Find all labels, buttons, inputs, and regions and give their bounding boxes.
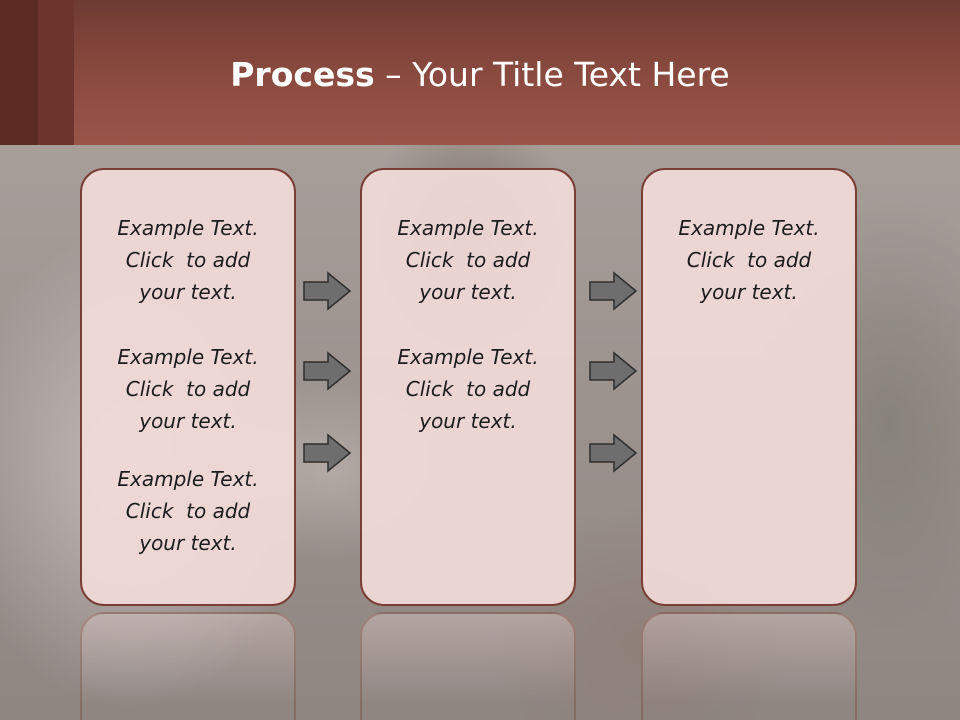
text-line: your text. [419, 409, 517, 433]
right-arrow-icon[interactable] [588, 350, 638, 392]
banner-stripe-dark [0, 0, 38, 145]
text-line: your text. [139, 409, 237, 433]
panel-reflection-3 [641, 612, 857, 720]
text-line: Example Text. [117, 345, 259, 369]
text-placeholder[interactable]: Example Text. Click to add your text. [362, 341, 574, 437]
text-line: your text. [700, 280, 798, 304]
text-line: Click to add [125, 377, 251, 401]
text-line: Example Text. [397, 345, 539, 369]
text-line: Click to add [405, 248, 531, 272]
banner-stripe-medium [38, 0, 74, 145]
slide-title-bold: Process [230, 55, 375, 94]
text-line: Example Text. [117, 216, 259, 240]
text-line: Click to add [125, 499, 251, 523]
right-arrow-icon[interactable] [302, 432, 352, 474]
text-line: your text. [139, 531, 237, 555]
right-arrow-icon[interactable] [302, 270, 352, 312]
title-banner: Process – Your Title Text Here [0, 0, 960, 145]
process-panel-1[interactable]: Example Text. Click to add your text. Ex… [80, 168, 296, 606]
text-line: Click to add [405, 377, 531, 401]
process-panel-2[interactable]: Example Text. Click to add your text. Ex… [360, 168, 576, 606]
right-arrow-icon[interactable] [588, 270, 638, 312]
process-panel-3[interactable]: Example Text. Click to add your text. [641, 168, 857, 606]
panel-reflection-2 [360, 612, 576, 720]
text-line: your text. [139, 280, 237, 304]
text-placeholder[interactable]: Example Text. Click to add your text. [82, 341, 294, 437]
text-placeholder[interactable]: Example Text. Click to add your text. [82, 463, 294, 559]
panel-reflection-1 [80, 612, 296, 720]
text-line: Example Text. [117, 467, 259, 491]
text-placeholder[interactable]: Example Text. Click to add your text. [82, 212, 294, 308]
right-arrow-icon[interactable] [302, 350, 352, 392]
text-line: your text. [419, 280, 517, 304]
text-line: Example Text. [397, 216, 539, 240]
slide-title-rest: – Your Title Text Here [374, 55, 730, 94]
slide-title[interactable]: Process – Your Title Text Here [0, 52, 960, 98]
text-placeholder[interactable]: Example Text. Click to add your text. [362, 212, 574, 308]
text-placeholder[interactable]: Example Text. Click to add your text. [643, 212, 855, 308]
text-line: Click to add [125, 248, 251, 272]
text-line: Example Text. [678, 216, 820, 240]
text-line: Click to add [686, 248, 812, 272]
right-arrow-icon[interactable] [588, 432, 638, 474]
